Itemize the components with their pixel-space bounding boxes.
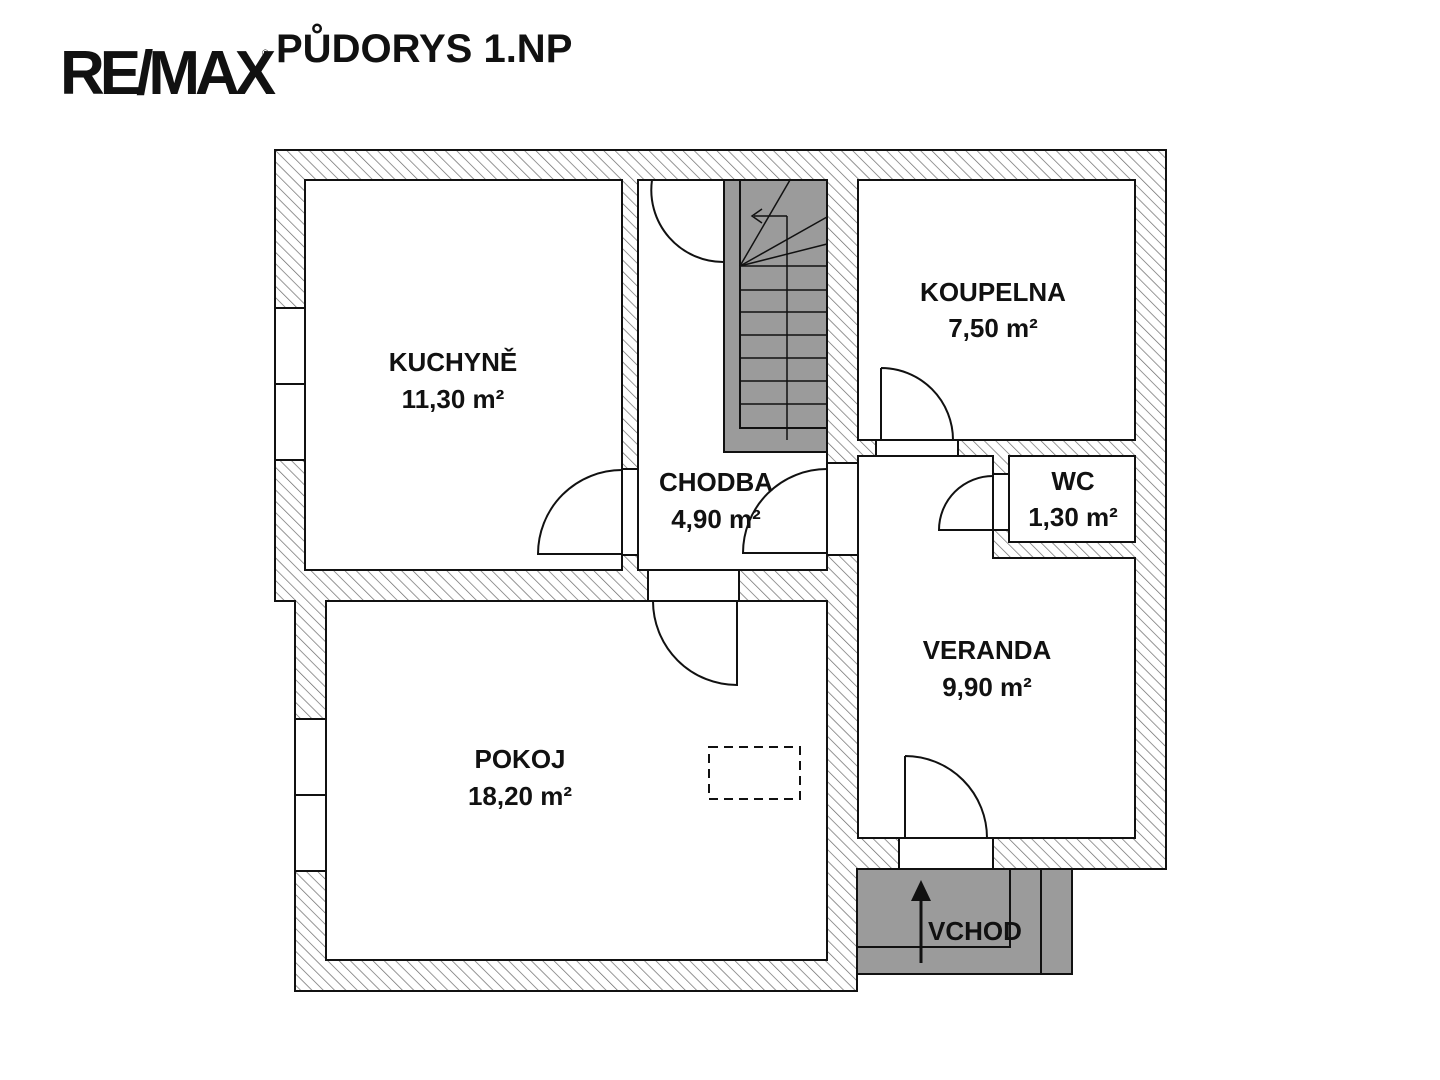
room-name-koupelna: KOUPELNA: [920, 277, 1066, 307]
void-veranda: [857, 455, 1136, 839]
dashed-outline: [708, 746, 801, 800]
page-title: PŮDORYS 1.NP: [276, 22, 572, 71]
entrance-label: VCHOD: [928, 916, 1022, 946]
room-name-veranda: VERANDA: [923, 635, 1052, 665]
windows: [274, 307, 327, 872]
void-pokoj: [325, 600, 828, 961]
room-area-chodba: 4,90 m²: [671, 504, 761, 534]
door-kuchyne: [536, 469, 623, 555]
room-name-wc: WC: [1051, 466, 1095, 496]
room-labels: KUCHYNĚ 11,30 m² CHODBA 4,90 m² KOUPELNA…: [389, 277, 1118, 811]
entrance-steps: VCHOD: [856, 868, 1073, 975]
door-koupelna: [880, 367, 954, 441]
remax-logo: RE/MAX ®: [60, 39, 281, 108]
room-name-pokoj: POKOJ: [474, 744, 565, 774]
room-name-kuchyne: KUCHYNĚ: [389, 347, 518, 377]
door-pokoj: [652, 600, 738, 687]
arrow-up-icon: [911, 880, 931, 963]
door-wc: [937, 475, 994, 531]
room-area-koupelna: 7,50 m²: [948, 313, 1038, 343]
door-openings: [621, 439, 1010, 870]
staircase: [723, 179, 828, 453]
door-entrance: [904, 755, 988, 839]
room-area-kuchyne: 11,30 m²: [402, 384, 505, 414]
room-area-pokoj: 18,20 m²: [468, 781, 572, 811]
door-hall-right: [741, 468, 828, 554]
svg-text:RE/MAX: RE/MAX: [60, 39, 276, 108]
room-name-chodba: CHODBA: [659, 467, 773, 497]
void-koupelna: [857, 179, 1136, 441]
void-wc: [1008, 455, 1136, 543]
void-kuchyne: [304, 179, 623, 571]
room-area-veranda: 9,90 m²: [942, 672, 1032, 702]
svg-text:®: ®: [262, 48, 269, 58]
room-voids: [304, 179, 1136, 961]
room-area-wc: 1,30 m²: [1028, 502, 1118, 532]
